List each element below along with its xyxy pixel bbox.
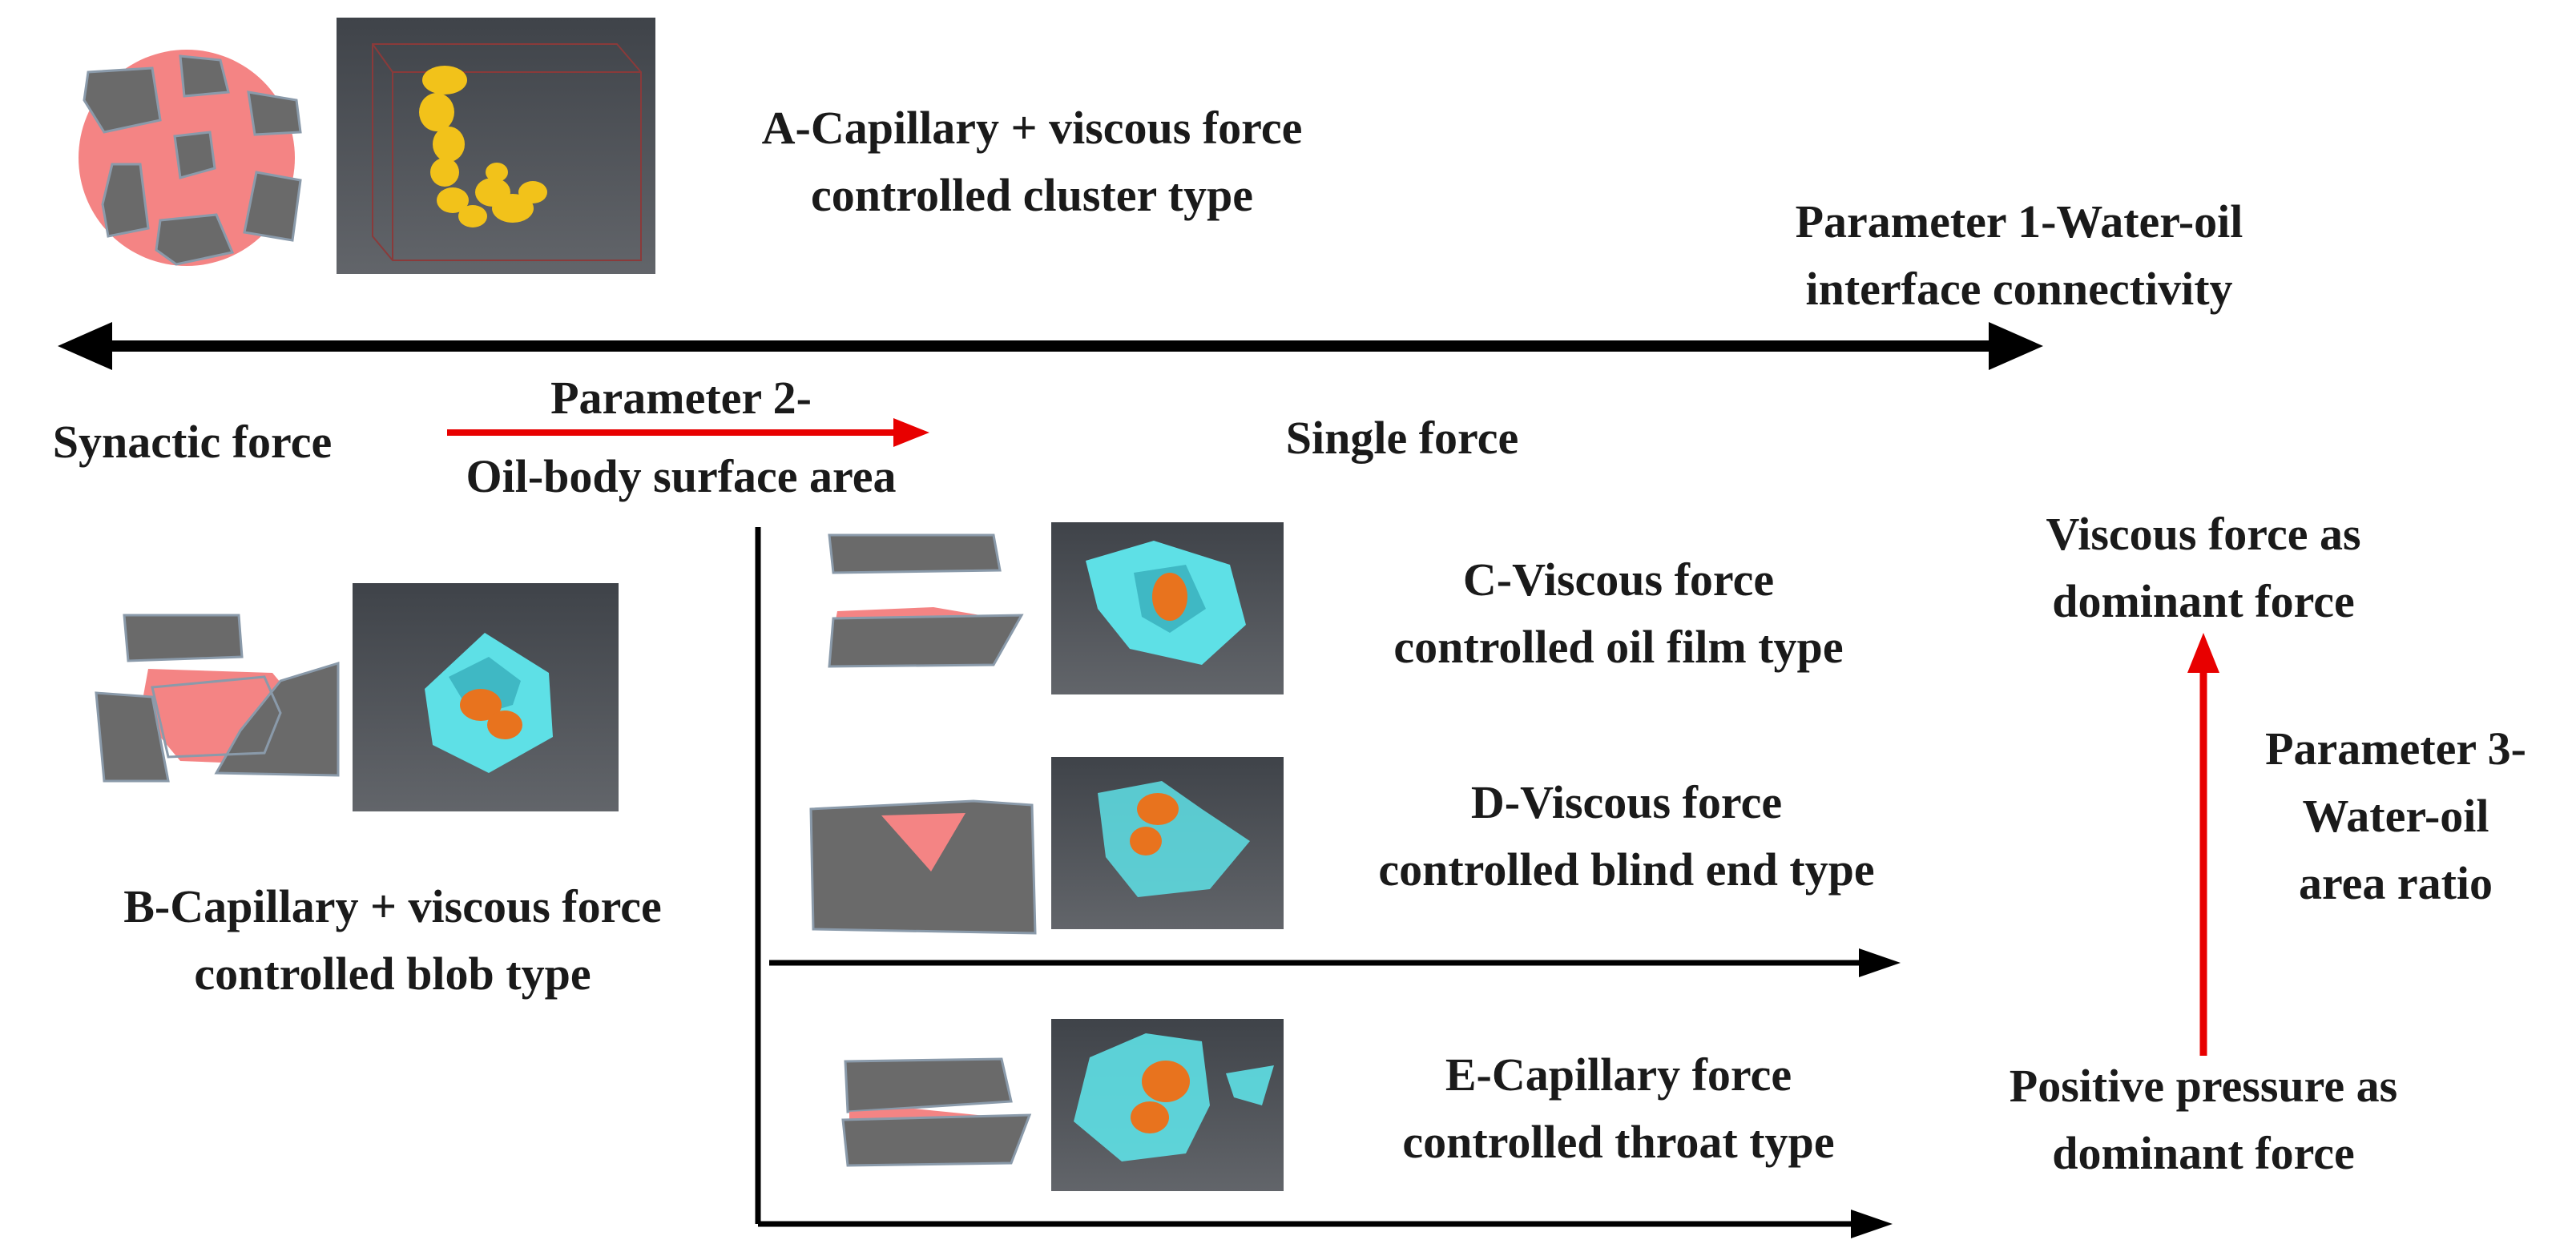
type-e-label-line2: controlled throat type — [1402, 1116, 1835, 1168]
type-e-schematic — [841, 1057, 1032, 1167]
single-force-label: Single force — [1285, 412, 1519, 464]
type-c-label-line1: C-Viscous force — [1462, 554, 1775, 606]
type-a-label: A-Capillary + viscous force controlled c… — [687, 95, 1377, 229]
type-a-schematic — [79, 50, 302, 266]
parameter1-line2: interface connectivity — [1805, 263, 2233, 315]
type-a-label-line1: A-Capillary + viscous force — [761, 102, 1303, 154]
parameter1-line1: Parameter 1-Water-oil — [1795, 195, 2243, 248]
type-b-label-line1: B-Capillary + viscous force — [123, 880, 662, 932]
parameter2-line2: Oil-body surface area — [466, 450, 897, 502]
parameter3-line3: area ratio — [2298, 857, 2493, 909]
type-c-label-line2: controlled oil film type — [1393, 621, 1844, 673]
type-a-label-line2: controlled cluster type — [811, 169, 1253, 221]
type-e-label-line1: E-Capillary force — [1445, 1049, 1792, 1101]
type-b-label: B-Capillary + viscous force controlled b… — [32, 873, 753, 1008]
viscous-dominant-label: Viscous force as dominant force — [1955, 501, 2452, 635]
type-d-render — [1051, 757, 1284, 929]
parameter2-label: Parameter 2- Oil-body surface area — [385, 364, 978, 510]
parameter3-line2: Water-oil — [2302, 790, 2489, 842]
type-d-label-line1: D-Viscous force — [1470, 776, 1783, 828]
parameter3-label: Parameter 3- Water-oil area ratio — [2227, 715, 2564, 917]
type-c-label: C-Viscous force controlled oil film type — [1314, 546, 1923, 681]
cde-axes — [755, 527, 1901, 1238]
type-b-schematic — [95, 614, 340, 783]
type-c-render — [1051, 522, 1284, 694]
type-e-render — [1051, 1019, 1284, 1191]
synactic-force-label: Synactic force — [52, 416, 333, 468]
parameter3-line1: Parameter 3- — [2265, 723, 2526, 775]
type-a-render — [337, 18, 655, 274]
positive-pressure-line1: Positive pressure as — [2009, 1060, 2398, 1112]
type-b-render — [353, 583, 619, 811]
type-e-label: E-Capillary force controlled throat type — [1314, 1041, 1923, 1176]
parameter2-arrow — [447, 418, 929, 447]
parameter3-arrow — [2187, 633, 2219, 1056]
viscous-dominant-line1: Viscous force as — [2046, 508, 2361, 560]
type-d-label: D-Viscous force controlled blind end typ… — [1306, 769, 1947, 904]
top-axis-arrow — [58, 322, 2043, 370]
parameter1-label: Parameter 1-Water-oil interface connecti… — [1731, 188, 2308, 323]
type-d-schematic — [809, 799, 1037, 935]
parameter2-line1: Parameter 2- — [550, 372, 812, 424]
type-c-schematic — [828, 533, 1024, 668]
type-d-label-line2: controlled blind end type — [1378, 843, 1875, 896]
viscous-dominant-line2: dominant force — [2052, 575, 2355, 627]
positive-pressure-label: Positive pressure as dominant force — [1931, 1053, 2476, 1187]
positive-pressure-line2: dominant force — [2052, 1127, 2355, 1179]
type-b-label-line2: controlled blob type — [194, 948, 591, 1000]
